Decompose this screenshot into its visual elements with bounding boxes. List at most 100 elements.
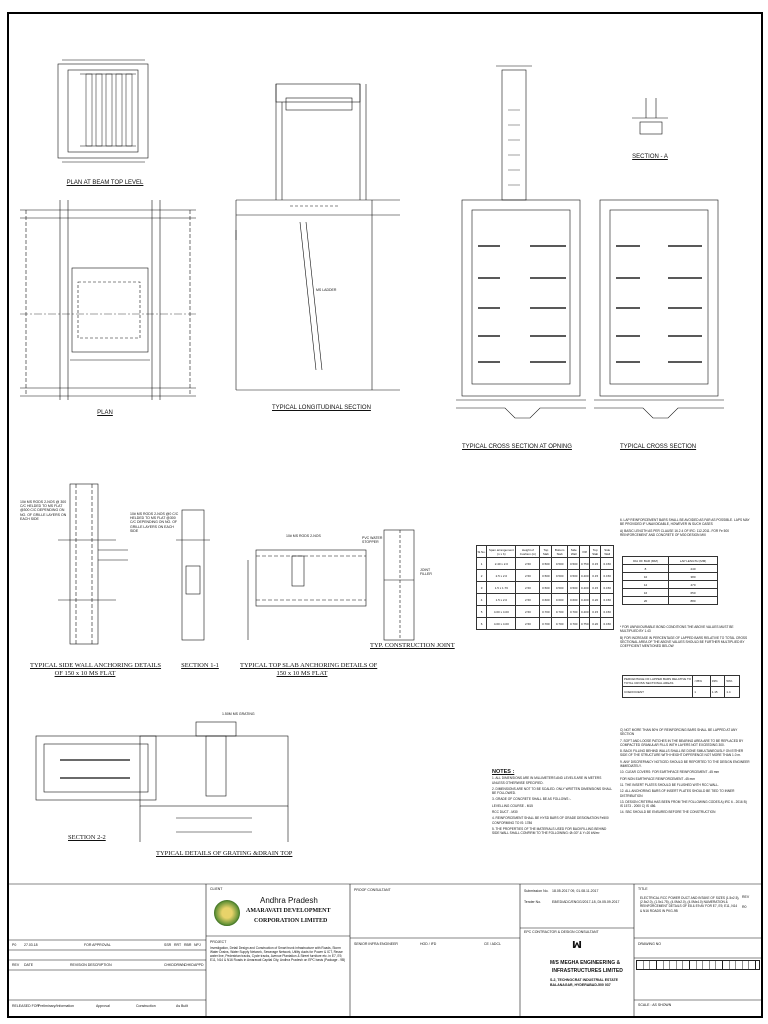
title-text: ELECTRICAL RCC POWER DUCT AND INTAKE OF … bbox=[640, 896, 740, 913]
drawing-number-cells bbox=[636, 960, 760, 970]
pvc-water-note: PVC WATER STOPPER bbox=[362, 536, 383, 545]
client-company-1: AMARAVATI DEVELOPMENT bbox=[246, 908, 331, 914]
dia-header: DIA OF BAR (MM) bbox=[621, 556, 670, 565]
top-slab-subtitle: 150 x 10 MS FLAT bbox=[276, 670, 328, 677]
coef-label: COEFFICIENT bbox=[621, 686, 694, 698]
span-cell: 2.50 bbox=[515, 605, 541, 618]
span-cell: 0.15 bbox=[588, 557, 602, 570]
top-slab-title: TYPICAL TOP SLAB ANCHORING DETAILS OF bbox=[240, 662, 378, 669]
coef-val-1: 1 bbox=[692, 686, 711, 698]
section-22-drawing bbox=[35, 735, 157, 801]
project-desc: Investigation, Detail Design and Constru… bbox=[210, 946, 346, 962]
lap-cell: 470 bbox=[668, 580, 718, 589]
lap-cell: 240 bbox=[668, 564, 718, 573]
note-item: 4. REINFORCEMENT SHALL BE HYSD BARS OF G… bbox=[492, 816, 609, 825]
construction-joint-title: TYP. CONSTRUCTION JOINT bbox=[370, 642, 455, 649]
cross-section-title: TYPICAL CROSS SECTION bbox=[620, 444, 697, 450]
span-cell: 0.500 bbox=[539, 557, 553, 570]
note-right-item: 14. SBC SHOULD BE ENSURED BEFORE THE CON… bbox=[620, 810, 716, 815]
lap-cell: 12 bbox=[621, 580, 670, 589]
ap-logo bbox=[214, 900, 240, 926]
lap-cell: 380 bbox=[668, 572, 718, 581]
span-cell: 2.50 bbox=[515, 557, 541, 570]
rev-appd: NPJ bbox=[194, 943, 201, 947]
span-cell: 0.400 bbox=[579, 593, 590, 606]
note-right-item: C) NOT MORE THAN 50% OF REINFORCING BARS… bbox=[620, 728, 738, 737]
client-name: Andhra Pradesh bbox=[260, 896, 318, 905]
client-label: CLIENT bbox=[210, 887, 223, 891]
span-cell: 0.15 bbox=[588, 581, 602, 594]
rev-h-appd: APPD bbox=[194, 963, 204, 967]
span-cell: 0.150 bbox=[600, 557, 614, 570]
col-top-slab: Top Slab bbox=[539, 545, 553, 558]
span-cell: 0.15 bbox=[588, 569, 602, 582]
span-cell: 0.700 bbox=[566, 605, 581, 618]
title-block-lines bbox=[9, 883, 761, 1016]
span-cell: 0.700 bbox=[551, 605, 568, 618]
lap-cell: 880 bbox=[668, 596, 718, 605]
rods-note-1: 10# MS RODS 2-NOS @ 300 C/C HELDED TO MS… bbox=[20, 500, 67, 521]
submission-value: 18.05.2017 09, 01.08.11.2017 bbox=[552, 889, 599, 893]
span-cell: 0.600 bbox=[551, 593, 568, 606]
joint-filler-note: JOINT FILLER bbox=[420, 568, 432, 577]
grating-title: TYPICAL DETAILS OF GRATING &DRAIN TOP bbox=[156, 850, 293, 857]
span-cell: 0.500 bbox=[539, 569, 553, 582]
note-right-item: 11. THE INSERT PLATES SHOULD BE FLUSHED … bbox=[620, 782, 719, 787]
coef-col-3: 50% bbox=[724, 675, 740, 687]
epc-name-2: INFRASTRUCTURES LIMITED bbox=[552, 968, 623, 974]
rods-note-2: 10# MS RODS 2-NOS @0 C/C HELDED TO MS FL… bbox=[130, 512, 179, 533]
lap-cell: 650 bbox=[668, 588, 718, 597]
span-cell: 2.50 bbox=[515, 569, 541, 582]
plan-beam-top-drawing bbox=[57, 59, 149, 163]
span-cell: 2.50 bbox=[515, 581, 541, 594]
cross-section-opening-title: TYPICAL CROSS SECTION AT OPNING bbox=[462, 444, 572, 450]
section-22-title: SECTION 2-2 bbox=[68, 834, 106, 841]
epc-name-1: M/S MEGHA ENGINEERING & bbox=[550, 960, 621, 966]
span-cell: 2.50 bbox=[515, 617, 541, 630]
plan-drawing bbox=[20, 200, 196, 400]
rev-desc: FOR APPROVAL bbox=[84, 943, 111, 947]
span-cell: 0.400 bbox=[579, 605, 590, 618]
title-label: TITLE bbox=[638, 887, 648, 891]
col-pdf: Pdf bbox=[579, 545, 590, 558]
notes-right-2: * FOR UNFAVOURABLE BOND CONDITIONS THE A… bbox=[620, 625, 750, 650]
span-cell: 0.600 bbox=[539, 593, 553, 606]
note-unfav: * FOR UNFAVOURABLE BOND CONDITIONS THE A… bbox=[620, 625, 734, 634]
span-cell: 6 bbox=[475, 617, 488, 630]
span-cell: 0.750 bbox=[579, 617, 590, 630]
col-bottom-slab: Bottom Slab bbox=[551, 545, 568, 558]
span-cell: 1 bbox=[475, 557, 488, 570]
ladder-note: MS LADDER bbox=[316, 288, 337, 292]
notes-block: NOTES : 1. ALL DIMENSIONS ARE IN MILLIME… bbox=[492, 769, 614, 838]
span-cell: 0.150 bbox=[600, 593, 614, 606]
span-cell: 0.500 bbox=[539, 581, 553, 594]
span-cell: 0.20 bbox=[588, 593, 602, 606]
scale-text: SCALE : AS SHOWN bbox=[638, 1003, 672, 1007]
rev-chkd: SSR bbox=[164, 943, 172, 947]
span-cell: 1.5 x 1.76 bbox=[486, 581, 517, 594]
note-6a: A) BASIC LENGTH AS PER CLAUSE 16.2.4 OF … bbox=[620, 528, 730, 537]
lap-cell: 20 bbox=[621, 596, 670, 605]
note-6: 6. LAP REINFORCEMENT BARS SHALL BE AVOID… bbox=[620, 518, 750, 527]
lap-cell: 8 bbox=[621, 564, 670, 573]
project-label: PROJECT bbox=[210, 940, 227, 944]
megha-logo: ꟽ bbox=[572, 940, 582, 951]
note-right-item: 13. DESIGN CRITERIA HAS BEEN FROM THE FO… bbox=[620, 799, 747, 809]
section-a-drawing bbox=[632, 98, 668, 135]
tender-value: E8/ED/ADC/ENGG/2017-18, Dt.05.09.2017 bbox=[552, 900, 620, 904]
span-cell: 2.5 x 2.0 bbox=[486, 569, 517, 582]
coef-col-1: <35% bbox=[692, 675, 711, 687]
notes-title: NOTES : bbox=[492, 769, 515, 775]
span-cell: 2.40 x 2.0 bbox=[486, 557, 517, 570]
span-cell: 5 bbox=[475, 605, 488, 618]
notes-right: 6. LAP REINFORCEMENT BARS SHALL BE AVOID… bbox=[620, 518, 750, 539]
